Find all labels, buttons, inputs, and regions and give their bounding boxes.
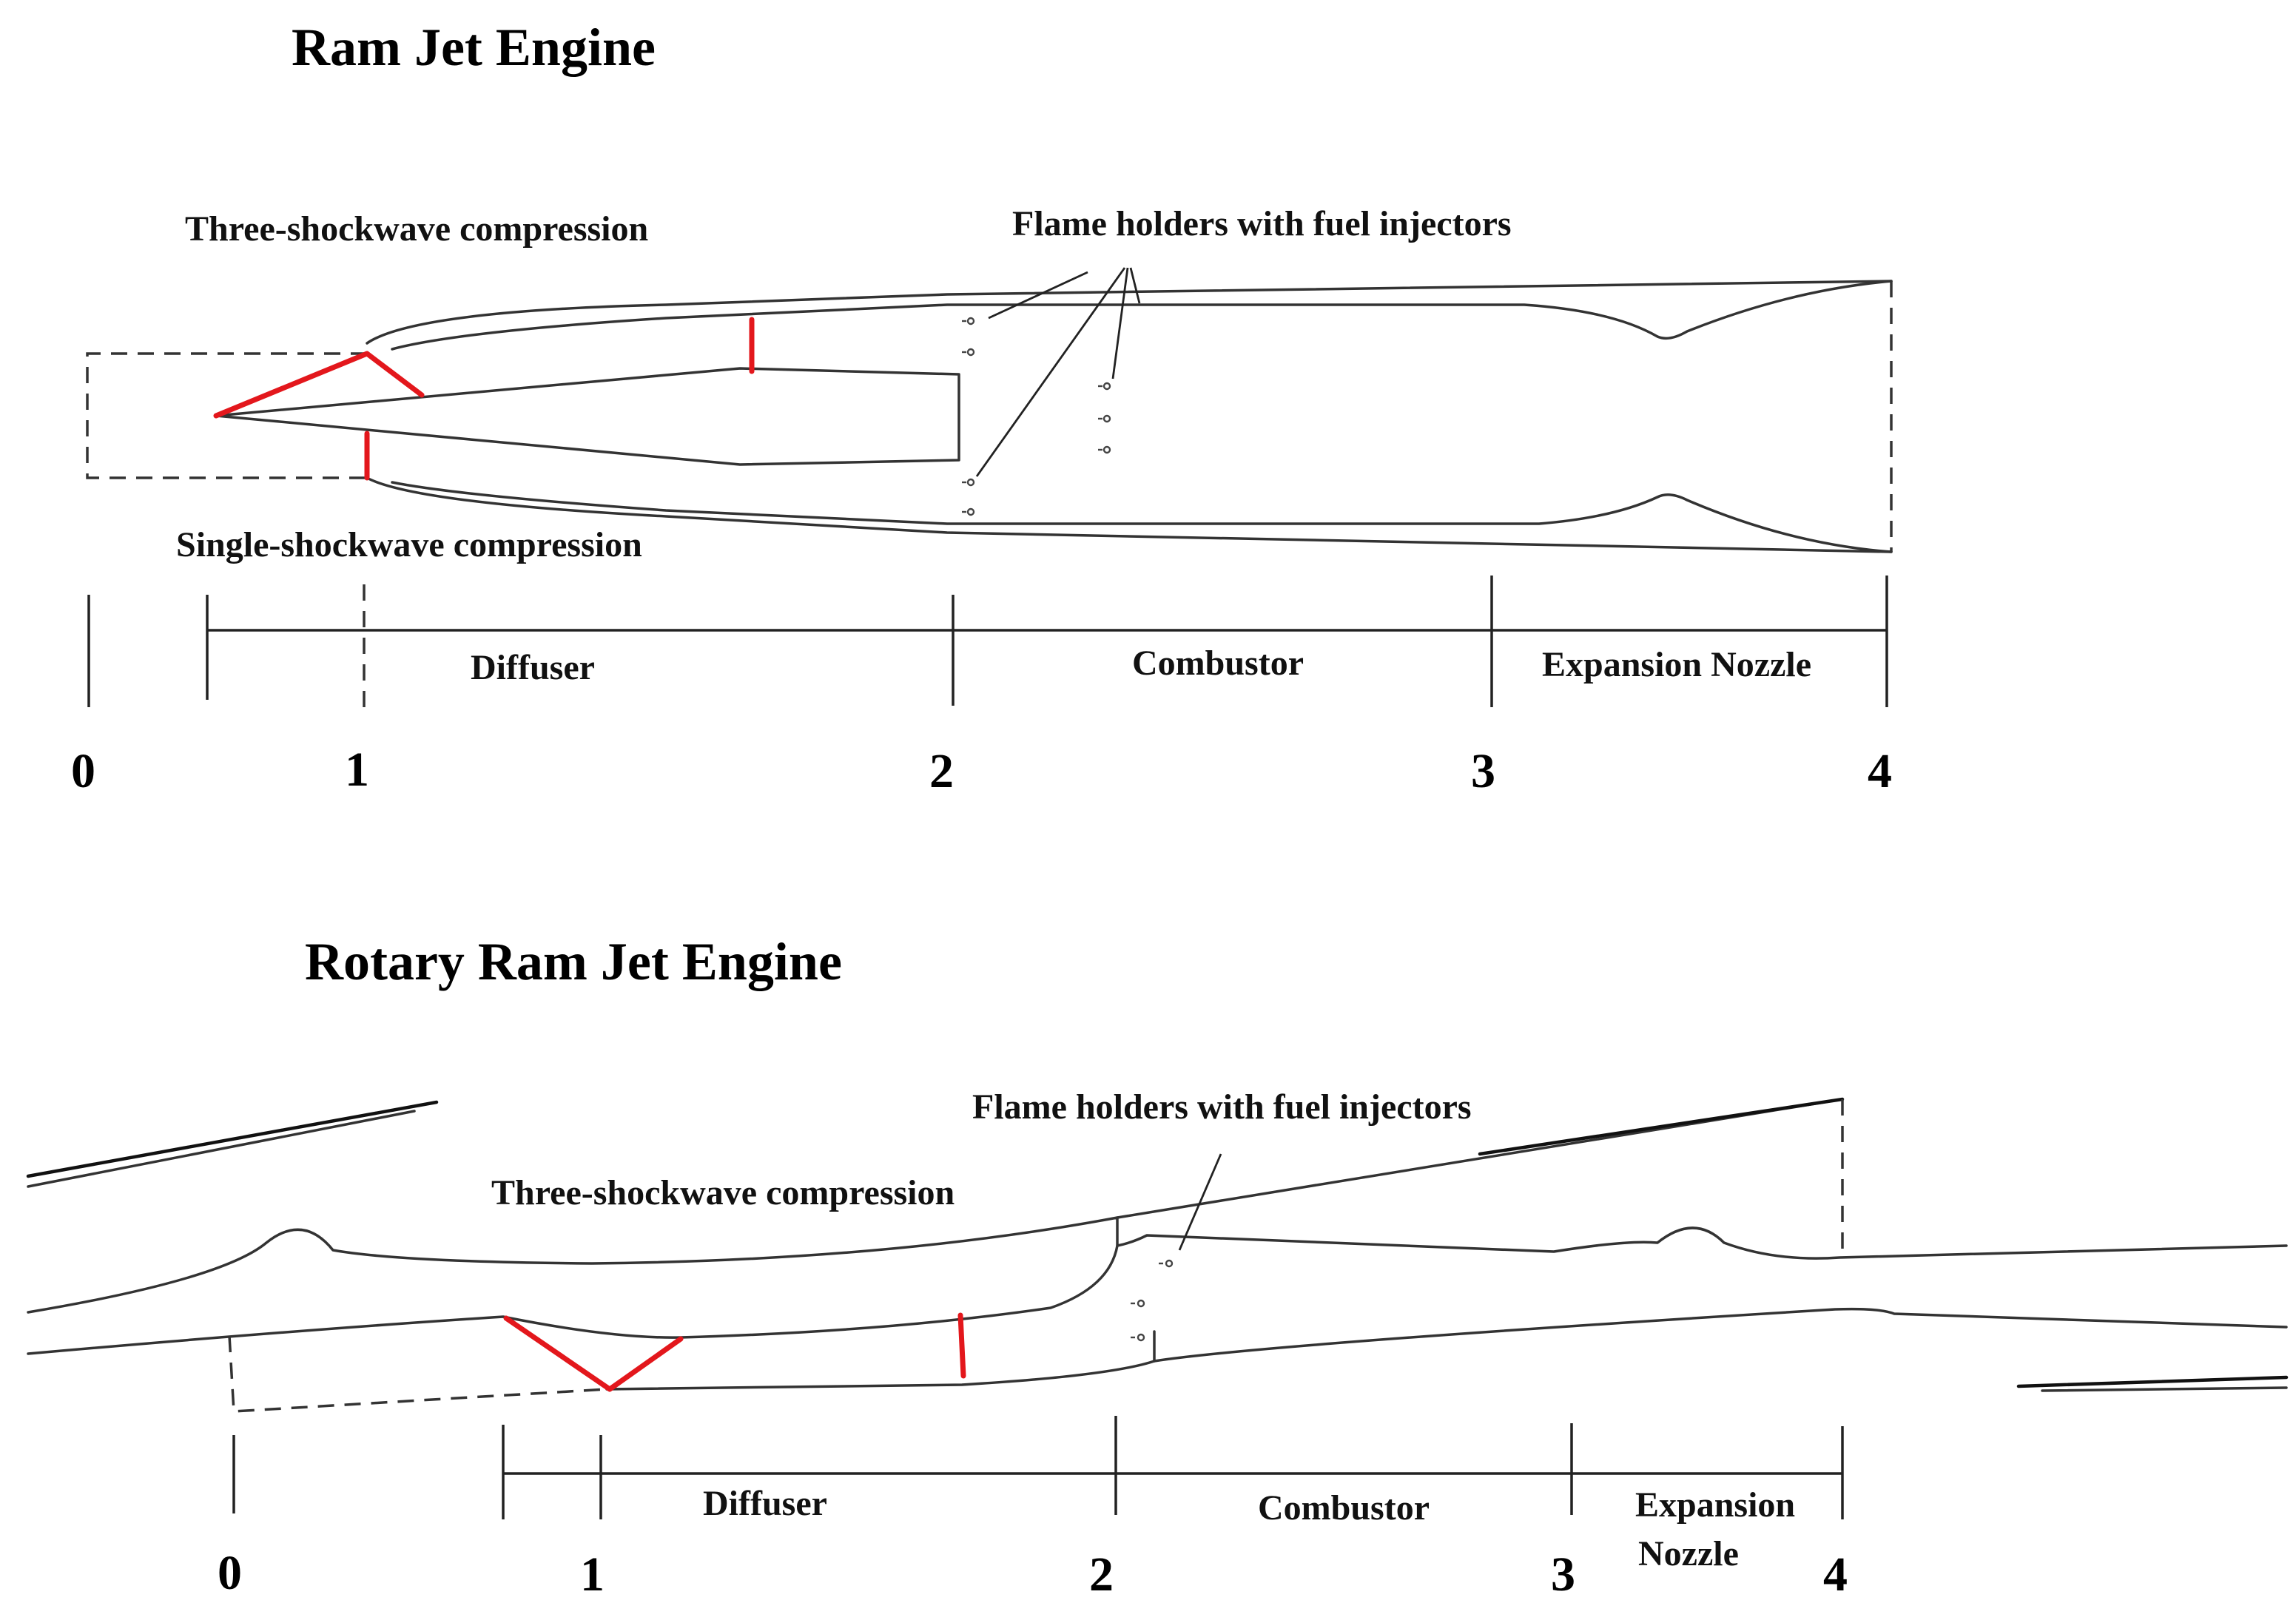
- rotary-station-3: 3: [1551, 1548, 1575, 1602]
- rotary-trailing-blade-lower: [2041, 1386, 2288, 1392]
- ramjet-station-2: 2: [929, 744, 954, 798]
- rotary-channel-inner-bottom: [605, 1307, 2288, 1391]
- rotary-three-shockwave: [503, 1315, 684, 1392]
- rotary-preceding-blade-upper: [26, 1100, 439, 1178]
- rotary-nozzle-label-line1: Expansion: [1635, 1485, 1795, 1525]
- ramjet-casing-top-inner: [391, 280, 1893, 351]
- rotary-section-bar: [232, 1416, 1844, 1519]
- ramjet-inlet-control-volume: [86, 352, 367, 479]
- ramjet-diffuser-label: Diffuser: [471, 648, 595, 687]
- ramjet-flame-holder-leaders: [975, 267, 1141, 477]
- rotary-outer-wall: [27, 1216, 2288, 1314]
- ramjet-station-1: 1: [345, 743, 369, 797]
- ramjet-three-shockwave: [213, 351, 425, 419]
- rotary-nozzle-label-line2: Nozzle: [1638, 1534, 1739, 1573]
- rotary-inlet-control-volume: [228, 1335, 607, 1413]
- ramjet-casing-top-outer: [366, 280, 1893, 345]
- rotary-title: Rotary Ram Jet Engine: [305, 932, 842, 991]
- rotary-blade-upper-edge: [1478, 1097, 1845, 1156]
- rotary-flame-holders: [1131, 1259, 1174, 1342]
- rotary-preceding-blade-lower: [27, 1110, 416, 1188]
- ramjet-flame-holders: [962, 267, 1141, 516]
- ramjet-title: Ram Jet Engine: [292, 18, 656, 77]
- ramjet-station-0: 0: [71, 744, 95, 798]
- rotary-flame-holders-label: Flame holders with fuel injectors: [972, 1087, 1472, 1127]
- ramjet-three-shock-label: Three-shockwave compression: [185, 209, 648, 249]
- rotary-channel-inner-top: [27, 1244, 1119, 1355]
- ramjet-diagram: Ram Jet Engine: [71, 18, 1893, 798]
- rotary-three-shock-label: Three-shockwave compression: [491, 1173, 955, 1212]
- ramjet-nozzle-label: Expansion Nozzle: [1542, 645, 1811, 684]
- rotary-terminal-shock: [957, 1312, 966, 1379]
- ramjet-casing-bottom-inner: [391, 481, 1893, 553]
- rotary-flame-holder-leader: [1178, 1153, 1222, 1251]
- ramjet-flame-holders-label: Flame holders with fuel injectors: [1012, 204, 1512, 243]
- ramjet-single-shock-label: Single-shockwave compression: [176, 525, 642, 564]
- rotary-station-2: 2: [1089, 1548, 1114, 1602]
- rotary-station-0: 0: [218, 1546, 242, 1600]
- ramjet-section-bar: [87, 576, 1888, 707]
- rotary-diffuser-label: Diffuser: [703, 1484, 827, 1523]
- rotary-ramjet-diagram: Rotary Ram Jet Engine Fl: [26, 932, 2289, 1602]
- ramjet-station-4: 4: [1868, 744, 1892, 798]
- ramjet-combustor-label: Combustor: [1132, 644, 1304, 683]
- ramjet-station-3: 3: [1471, 744, 1495, 798]
- rotary-combustor-label: Combustor: [1258, 1488, 1430, 1528]
- rotary-station-1: 1: [580, 1548, 605, 1602]
- rotary-station-4: 4: [1823, 1548, 1848, 1602]
- ramjet-center-body: [215, 367, 960, 466]
- rotary-trailing-blade-edge: [2016, 1375, 2289, 1388]
- ramjet-casing-bottom-outer: [366, 476, 1893, 553]
